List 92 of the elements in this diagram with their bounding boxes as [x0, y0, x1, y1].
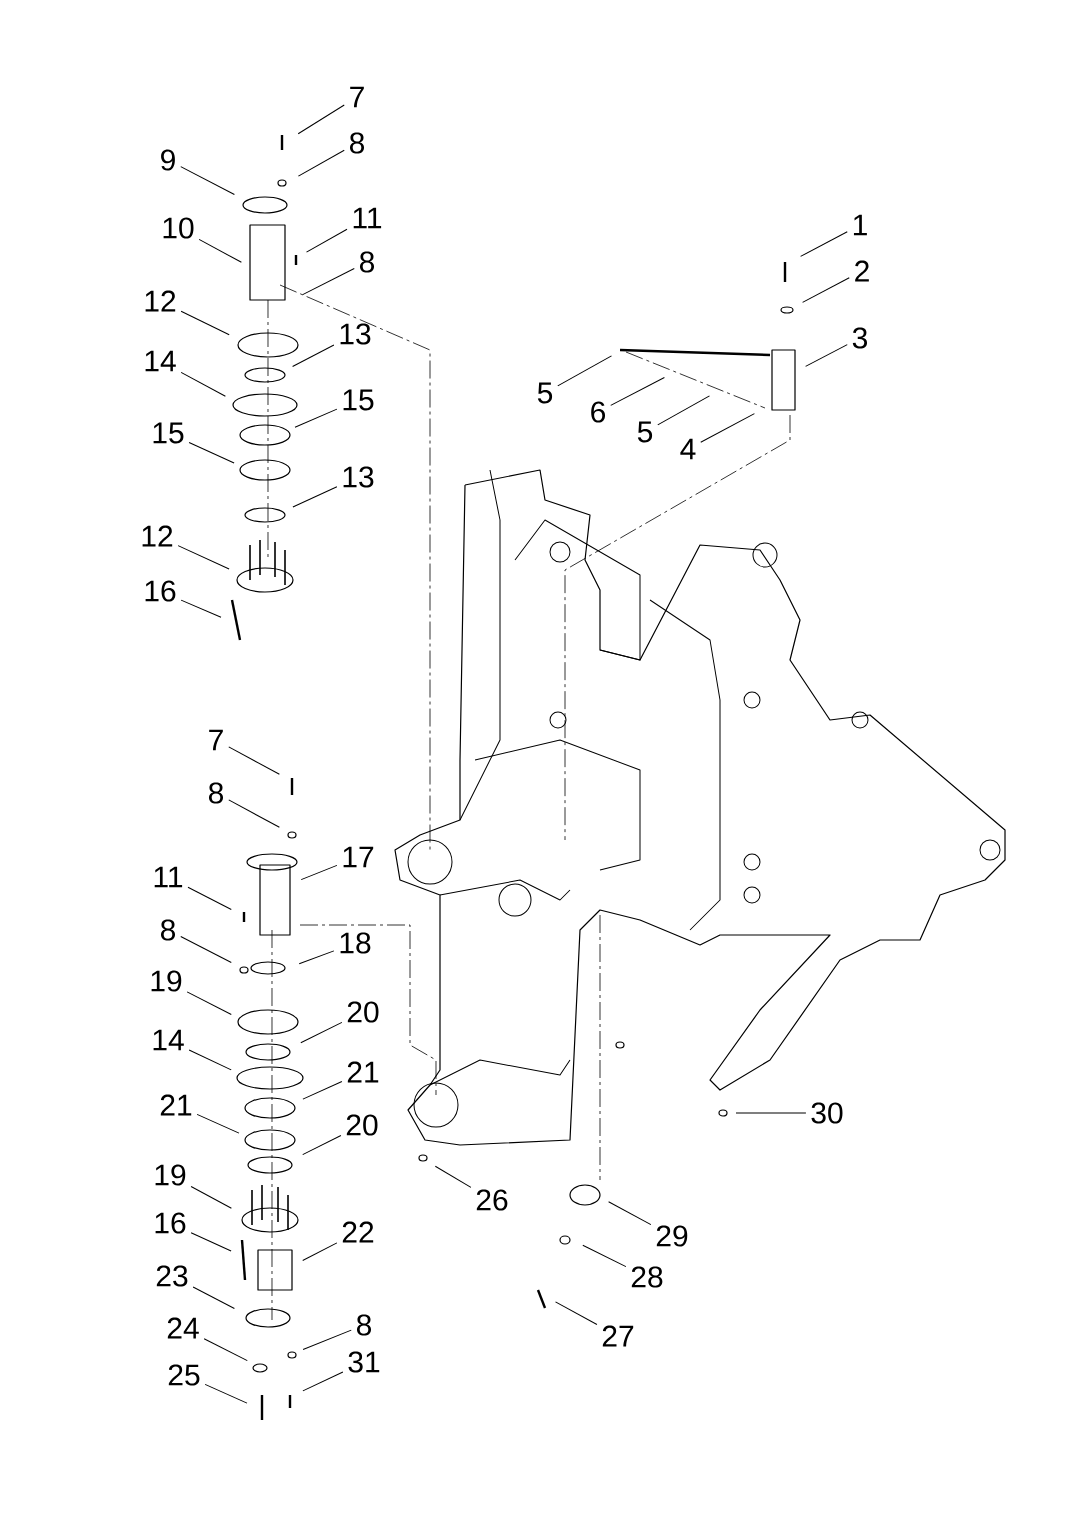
leader-line	[302, 267, 355, 296]
callout-number: 8	[350, 132, 365, 154]
callout-number: 13	[340, 323, 371, 345]
callout-number: 6	[591, 401, 606, 423]
leader-line	[302, 1242, 338, 1261]
callout-number: 16	[145, 580, 176, 602]
leader-line	[190, 1185, 232, 1209]
callout-number: 4	[680, 438, 696, 460]
leader-line	[188, 1049, 232, 1071]
callout-number: 8	[357, 1314, 372, 1336]
leader-line	[192, 1286, 235, 1309]
leader-line	[555, 1301, 598, 1325]
callout-number: 24	[167, 1317, 199, 1339]
leader-line	[297, 149, 345, 177]
leader-line	[298, 950, 335, 965]
leader-line	[805, 344, 848, 367]
leader-line	[735, 1112, 807, 1114]
leader-line	[204, 1383, 248, 1404]
callout-number: 28	[631, 1266, 663, 1288]
leader-line	[302, 1081, 343, 1100]
callout-number: 3	[852, 327, 868, 349]
callout-number: 29	[656, 1225, 688, 1247]
callout-number: 14	[145, 350, 176, 372]
callout-number: 14	[153, 1029, 184, 1051]
callout-number: 8	[360, 251, 375, 273]
leader-line	[190, 1232, 232, 1252]
leader-line	[180, 371, 226, 397]
leader-line	[198, 238, 242, 263]
callout-number: 1	[853, 214, 867, 236]
leader-line	[187, 886, 232, 910]
leader-line	[434, 1165, 472, 1188]
callout-number: 9	[161, 149, 175, 171]
leader-line	[294, 408, 338, 428]
leader-line	[608, 1201, 652, 1226]
leader-line	[196, 1113, 240, 1134]
callout-number: 21	[160, 1094, 192, 1116]
callout-number: 10	[163, 217, 194, 239]
callout-number: 5	[537, 382, 553, 404]
callout-number: 26	[476, 1189, 508, 1211]
callout-number: 16	[155, 1212, 186, 1234]
leader-line	[302, 1135, 342, 1156]
leader-line	[186, 991, 232, 1015]
callout-number: 22	[342, 1221, 374, 1243]
leader-line	[582, 1244, 627, 1268]
callout-number: 2	[855, 260, 869, 282]
leader-line	[292, 344, 335, 367]
callout-number: 19	[155, 1164, 186, 1186]
leader-line	[802, 277, 850, 303]
leader-line	[300, 864, 338, 881]
callout-number: 20	[346, 1114, 378, 1136]
callout-number: 15	[343, 389, 374, 411]
callout-number: 5	[637, 421, 653, 443]
callout-number: 30	[811, 1102, 843, 1124]
leader-line	[203, 1338, 248, 1362]
leader-line	[610, 377, 665, 406]
leader-line	[177, 545, 230, 570]
callout-number: 8	[161, 919, 176, 941]
leader-line	[300, 1021, 343, 1044]
callout-number: 27	[602, 1325, 634, 1347]
callout-number: 11	[154, 866, 183, 888]
callout-number: 13	[343, 466, 374, 488]
leader-line	[657, 395, 710, 426]
callout-number: 19	[151, 970, 182, 992]
leader-line	[297, 104, 345, 135]
callout-number: 21	[347, 1061, 379, 1083]
callout-number: 7	[350, 86, 364, 108]
leader-line	[306, 228, 348, 253]
callout-number: 25	[168, 1364, 200, 1386]
leader-line	[180, 599, 222, 618]
leader-line	[557, 355, 612, 387]
leader-line	[228, 799, 280, 828]
leader-line	[180, 166, 235, 195]
leader-line	[800, 231, 848, 257]
callout-number: 20	[347, 1001, 379, 1023]
callout-number: 31	[348, 1351, 380, 1373]
leader-line	[292, 486, 338, 508]
leader-line	[302, 1329, 352, 1350]
leader-line	[188, 442, 235, 464]
callout-number: 18	[340, 932, 371, 954]
callout-number: 12	[142, 525, 173, 547]
leader-line	[180, 936, 232, 963]
leader-line	[302, 1371, 344, 1392]
callout-number: 15	[153, 422, 184, 444]
callout-number: 23	[156, 1265, 188, 1287]
callout-number: 8	[209, 782, 224, 804]
callout-number: 7	[209, 729, 223, 751]
leader-line	[228, 746, 280, 775]
leader-line	[700, 413, 755, 443]
callout-number: 17	[343, 846, 374, 868]
callout-number: 12	[145, 290, 176, 312]
leader-line	[180, 310, 230, 336]
callout-number: 11	[353, 207, 382, 229]
